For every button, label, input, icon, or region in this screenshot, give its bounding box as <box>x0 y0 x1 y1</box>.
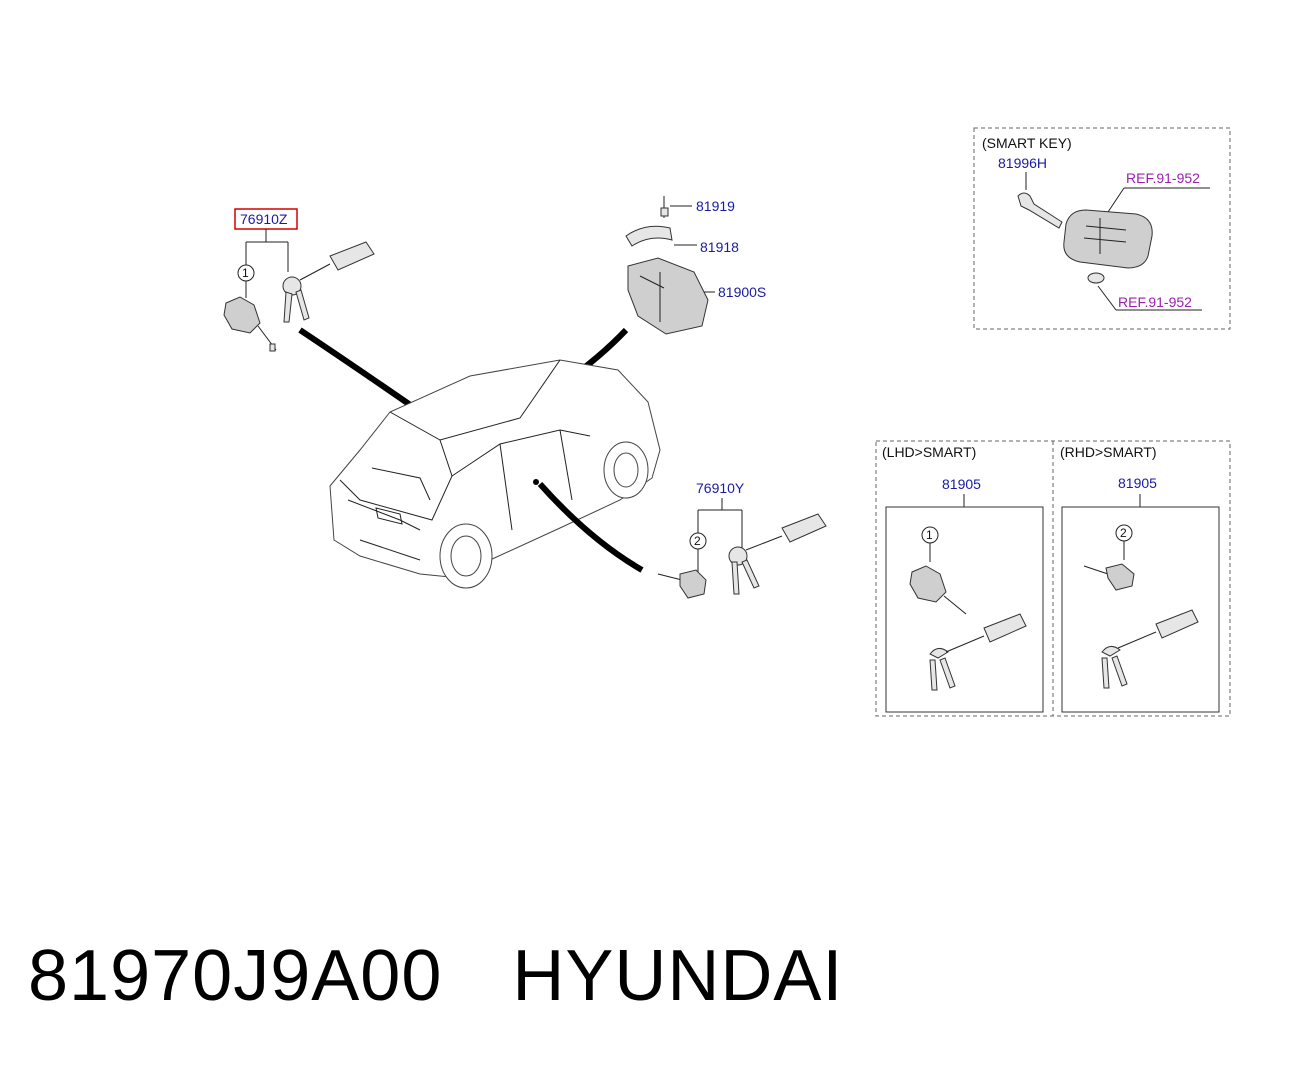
vehicle-outline <box>329 359 661 589</box>
lhd-callout-81905: 81905 <box>942 476 981 492</box>
footer-brand: HYUNDAI <box>512 936 844 1016</box>
ignition-lock-icon <box>627 257 709 335</box>
rhd-title: (RHD>SMART) <box>1060 444 1157 460</box>
smart-variant-panels: (LHD>SMART) 81905 1 (RHD>SMART) 81905 2 <box>875 440 1231 717</box>
ref-fob-label: REF.91-952 <box>1126 170 1200 186</box>
rhd-cylinder-icon <box>1083 563 1135 591</box>
callout-76910z: 76910Z <box>240 211 288 227</box>
assembly-76910y: 76910Y 2 <box>657 480 827 599</box>
key-icon <box>728 513 827 595</box>
smart-key-title: (SMART KEY) <box>982 135 1072 151</box>
battery-icon <box>1087 272 1105 284</box>
assembly-76910z: 76910Z 1 <box>223 208 375 352</box>
parts-diagram: 76910Z 1 81919 81918 81900S <box>223 127 1231 717</box>
ref-battery-label: REF.91-952 <box>1118 294 1192 310</box>
footer-caption: 81970J9A00 HYUNDAI <box>28 935 843 1017</box>
rhd-callout-81905: 81905 <box>1118 475 1157 491</box>
callout-81919: 81919 <box>696 198 735 214</box>
leader-lines <box>245 229 289 272</box>
rhd-key-icon <box>1101 609 1199 689</box>
smart-key-panel: (SMART KEY) 81996H REF.91-952 REF.91-952 <box>973 127 1231 330</box>
rhd-circle-label: 2 <box>1120 526 1127 540</box>
smart-key-frame <box>973 127 1231 330</box>
pointer-line <box>537 482 644 573</box>
footer-part-number: 81970J9A00 <box>28 936 443 1016</box>
key-cylinder-icon <box>223 296 277 352</box>
door-cylinder-icon <box>657 569 707 599</box>
lhd-title: (LHD>SMART) <box>882 444 976 460</box>
lhd-cylinder-icon <box>909 565 967 615</box>
circle-ref-2-label: 2 <box>694 534 701 548</box>
key-icon <box>282 241 375 323</box>
smart-key-fob-icon <box>1063 209 1153 269</box>
bolt-icon <box>660 196 669 218</box>
callout-81996h: 81996H <box>998 155 1047 171</box>
circle-ref-1-label: 1 <box>242 266 249 280</box>
lhd-key-icon <box>929 613 1027 691</box>
rhd-box <box>1061 506 1220 713</box>
lhd-circle-label: 1 <box>926 528 933 542</box>
callout-81918: 81918 <box>700 239 739 255</box>
callout-76910y: 76910Y <box>696 480 745 496</box>
callout-81900s: 81900S <box>718 284 766 300</box>
key-blade-icon <box>1017 192 1063 229</box>
bracket-icon <box>625 225 673 247</box>
lhd-box <box>885 506 1044 713</box>
